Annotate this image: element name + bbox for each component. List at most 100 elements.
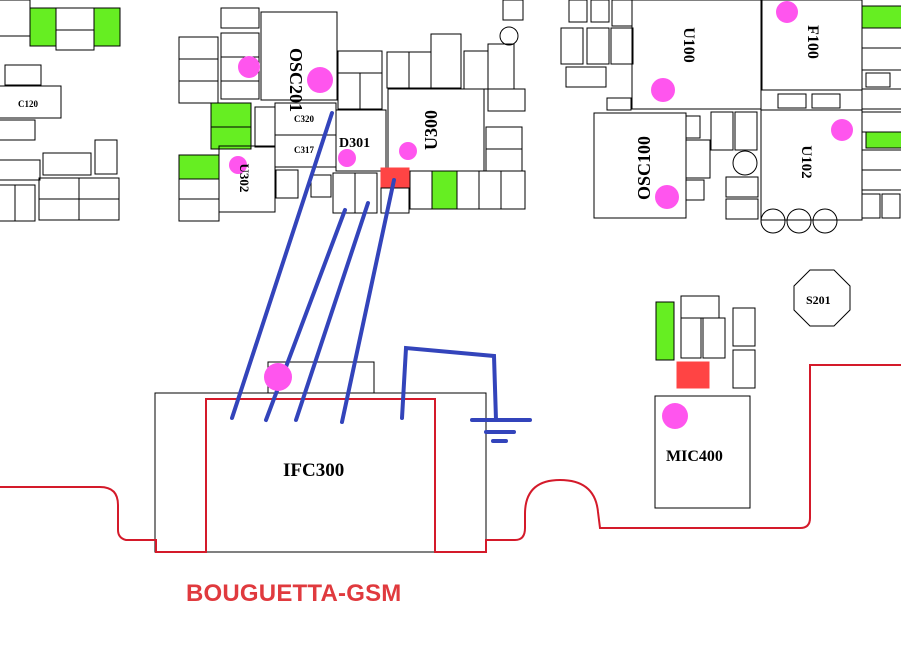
comp-r101 xyxy=(42,152,92,176)
comp-r307 xyxy=(178,178,220,200)
label-u302: U302 xyxy=(237,164,252,193)
label-c320: C320 xyxy=(294,114,314,124)
comp-r300 xyxy=(431,170,458,210)
comp-tp-c xyxy=(812,208,838,234)
comp-l105 xyxy=(14,184,36,222)
comp-c114 xyxy=(611,0,633,27)
comp-c302 xyxy=(487,43,515,90)
comp-c205 xyxy=(178,58,219,82)
comp-r308-b xyxy=(310,174,332,198)
label-f100: F100 xyxy=(804,25,821,59)
watermark: BOUGUETTA-GSM xyxy=(186,580,402,607)
comp-r300-top xyxy=(337,50,383,74)
test-point xyxy=(655,185,679,209)
comp-red-pad-1 xyxy=(380,167,410,189)
test-point xyxy=(831,119,853,141)
comp-r309-b xyxy=(337,72,361,110)
comp-r306 xyxy=(178,154,220,180)
comp-tp100 xyxy=(732,150,758,176)
comp-r310 xyxy=(275,169,299,199)
test-point xyxy=(307,67,333,93)
comp-c312 xyxy=(500,170,526,210)
comp-mic400 xyxy=(654,395,751,509)
comp-u302 xyxy=(218,145,276,213)
comp-c115-b xyxy=(610,27,634,65)
comp-r1 xyxy=(881,193,901,219)
comp-c116-b xyxy=(710,111,734,151)
comp-l110 xyxy=(93,7,121,47)
comp-c306 xyxy=(408,51,432,89)
comp-ct01-pad xyxy=(499,26,519,46)
comp-c115 xyxy=(565,66,607,88)
test-point xyxy=(651,78,675,102)
comp-l100 xyxy=(0,159,41,181)
comp-c35 xyxy=(254,106,276,148)
comp-r315 xyxy=(380,187,410,214)
jumper-wire-3 xyxy=(294,201,370,422)
comp-c98 xyxy=(220,7,260,29)
comp-c137 xyxy=(861,169,901,191)
comp-c136 xyxy=(725,198,759,220)
comp-c300 xyxy=(430,33,462,89)
comp-f401 xyxy=(676,361,710,389)
comp-ct01 xyxy=(502,0,524,21)
comp-r318 xyxy=(210,102,252,128)
jumper-wire-1 xyxy=(230,111,334,420)
comp-c218 xyxy=(178,80,219,104)
comp-c101 xyxy=(685,139,711,179)
label-mic400: MIC400 xyxy=(666,448,723,465)
comp-c34 xyxy=(865,72,891,88)
comp-c216 xyxy=(178,36,219,60)
comp-c108 xyxy=(777,93,807,109)
comp-l106 xyxy=(861,5,901,29)
comp-c123 xyxy=(78,177,120,200)
comp-c112 xyxy=(685,115,701,139)
comp-l109 xyxy=(55,7,95,31)
comp-l107 xyxy=(55,29,95,51)
comp-c141 xyxy=(865,131,901,149)
label-d301: D301 xyxy=(339,136,370,151)
comp-c207 xyxy=(220,32,260,58)
comp-r302 xyxy=(485,148,523,172)
comp-r202 xyxy=(220,80,260,100)
test-point xyxy=(338,149,356,167)
comp-c126 xyxy=(4,64,42,86)
test-point xyxy=(238,56,260,78)
comp-r305 xyxy=(409,170,433,210)
comp-c134 xyxy=(38,198,80,221)
comp-c410 xyxy=(680,295,720,319)
jumper-wires xyxy=(230,111,532,443)
comp-r304 xyxy=(478,170,502,210)
board-outline xyxy=(0,364,901,553)
test-point xyxy=(399,142,417,160)
comp-r312 xyxy=(332,172,356,214)
comp-r109 xyxy=(725,176,759,198)
comp-c124 xyxy=(38,177,80,200)
comp-c304 xyxy=(386,51,410,89)
comp-c408 xyxy=(732,349,756,389)
test-point xyxy=(264,363,292,391)
comp-c114-b xyxy=(685,179,705,201)
label-osc201: OSC201 xyxy=(286,48,306,112)
label-c120: C120 xyxy=(18,99,38,109)
comp-l108 xyxy=(29,7,57,47)
comp-c142 xyxy=(861,88,901,110)
comp-l403 xyxy=(680,317,702,359)
comp-c129 xyxy=(861,111,901,133)
comp-c121 xyxy=(78,198,120,221)
comp-c11 xyxy=(94,139,118,175)
comp-tp106 xyxy=(760,208,786,234)
test-points xyxy=(229,1,853,429)
label-u100: U100 xyxy=(680,27,697,63)
label-c317: C317 xyxy=(294,145,314,155)
label-ifc300: IFC300 xyxy=(283,460,344,481)
comp-c110 xyxy=(606,97,632,111)
comp-d301 xyxy=(335,109,387,172)
comp-edge-block xyxy=(0,0,31,37)
test-point xyxy=(776,1,798,23)
comp-c409 xyxy=(702,317,726,359)
comp-osc201 xyxy=(260,11,338,101)
label-osc100: OSC100 xyxy=(634,136,654,200)
label-u300: U300 xyxy=(421,110,441,150)
